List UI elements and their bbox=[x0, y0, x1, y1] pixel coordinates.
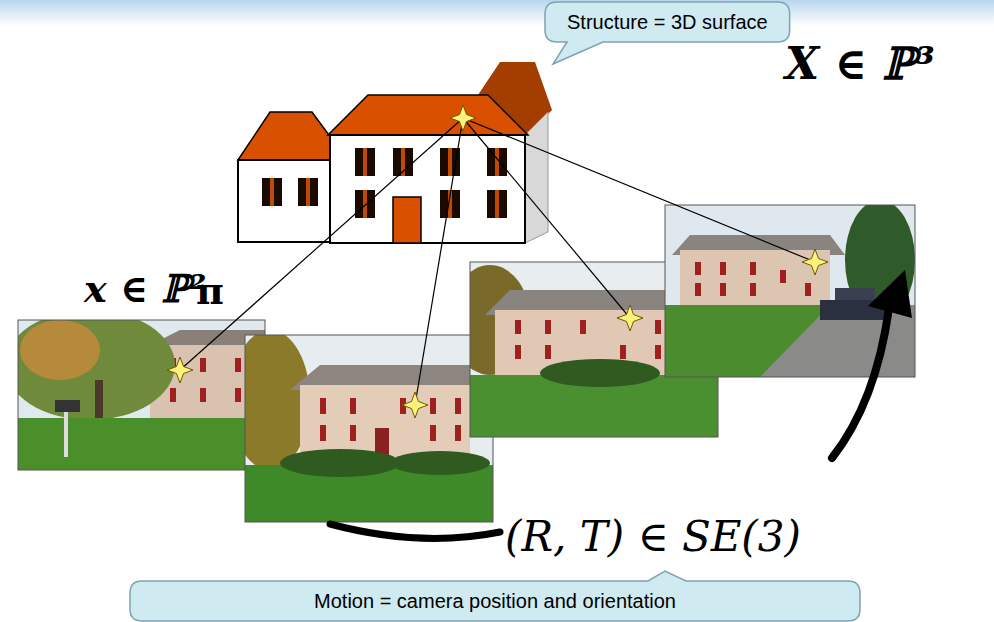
window bbox=[487, 190, 507, 218]
photo bbox=[245, 335, 493, 522]
windows bbox=[262, 148, 507, 218]
window bbox=[262, 178, 282, 206]
window bbox=[487, 148, 507, 176]
callout-text: Motion = camera position and orientation bbox=[152, 589, 838, 613]
feature-star bbox=[167, 357, 193, 383]
window bbox=[355, 190, 375, 218]
math-label: π bbox=[196, 272, 224, 310]
window-pane bbox=[270, 178, 274, 206]
shutters bbox=[695, 262, 811, 296]
main-wall bbox=[330, 135, 525, 243]
bush bbox=[540, 359, 660, 387]
window-pane bbox=[306, 178, 310, 206]
bush bbox=[390, 451, 490, 475]
window bbox=[355, 148, 375, 176]
motion-arrowhead bbox=[868, 270, 912, 318]
window-pane bbox=[448, 148, 452, 176]
photo-frame bbox=[18, 320, 265, 470]
wing-wall bbox=[238, 160, 330, 242]
window-pane bbox=[495, 190, 499, 218]
wing-roof bbox=[238, 112, 340, 160]
shutters bbox=[320, 398, 461, 441]
tree-foliage bbox=[20, 320, 100, 380]
ray bbox=[415, 118, 463, 405]
window-panes bbox=[270, 148, 499, 218]
photo bbox=[18, 320, 265, 470]
grass bbox=[18, 418, 265, 470]
callout-shape bbox=[545, 2, 790, 64]
side-wall bbox=[525, 112, 548, 243]
ray bbox=[463, 118, 630, 318]
car-top bbox=[835, 288, 875, 302]
main-roof bbox=[328, 95, 528, 135]
math-label: X ∈ ℙ³ bbox=[785, 42, 935, 86]
math-label: (R, T) ∈ SE(3) bbox=[505, 516, 801, 558]
window bbox=[298, 178, 318, 206]
door bbox=[393, 197, 421, 243]
photo-frame bbox=[245, 335, 493, 522]
callout-bubble: Structure = 3D surface bbox=[545, 2, 790, 42]
feature-star bbox=[450, 105, 476, 131]
feature-star bbox=[617, 305, 643, 331]
window-pane bbox=[363, 148, 367, 176]
motion-arrow-shaft bbox=[832, 308, 889, 458]
motion-arrow-tail bbox=[330, 524, 500, 538]
feature-star bbox=[402, 392, 428, 418]
ray bbox=[463, 118, 815, 262]
window-pane bbox=[495, 148, 499, 176]
post bbox=[64, 412, 68, 457]
callout-shape bbox=[130, 571, 860, 621]
callout-text: Structure = 3D surface bbox=[567, 10, 768, 34]
house-drawing bbox=[238, 62, 552, 243]
ray bbox=[180, 118, 463, 370]
mailbox bbox=[55, 400, 80, 412]
bush bbox=[280, 449, 400, 477]
header-band bbox=[0, 0, 994, 26]
callout-bubble: Motion = camera position and orientation bbox=[130, 581, 860, 621]
feature-star bbox=[802, 249, 828, 275]
projection-rays bbox=[180, 118, 815, 405]
math-label: x ∈ ℙ² bbox=[84, 270, 206, 308]
